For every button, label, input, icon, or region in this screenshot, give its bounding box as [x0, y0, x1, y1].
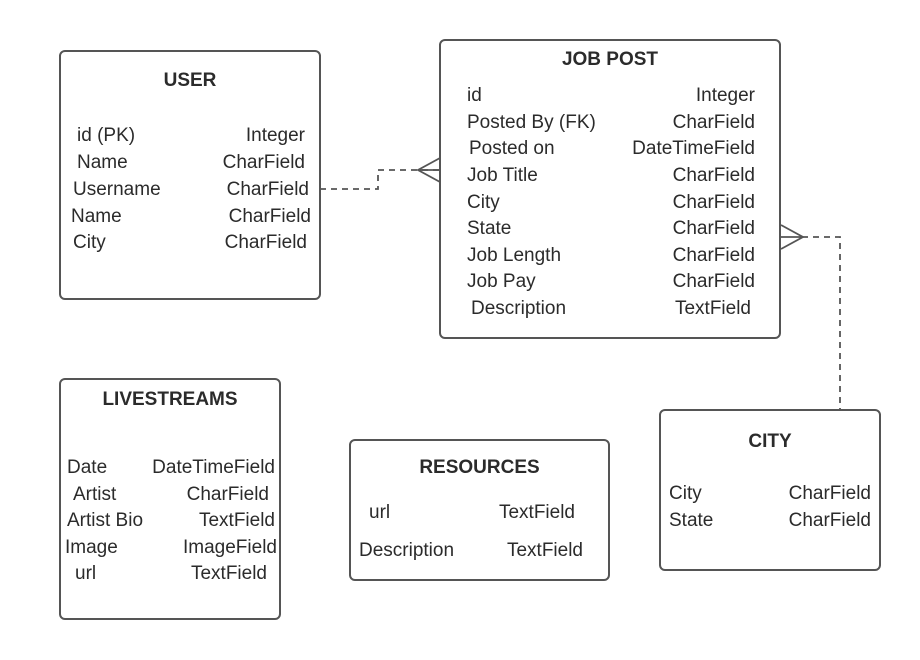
- user-title: USER: [163, 70, 217, 91]
- field-type: CharField: [224, 232, 307, 253]
- field-type: TextField: [198, 510, 275, 531]
- field-type: ImageField: [183, 537, 277, 558]
- field-type: CharField: [672, 112, 755, 133]
- field-name: Posted on: [469, 138, 555, 159]
- field-type: CharField: [672, 165, 755, 186]
- field-type: TextField: [674, 298, 751, 319]
- user-jobpost-connector: [320, 169, 440, 190]
- field-type: CharField: [672, 245, 755, 266]
- field-type: TextField: [506, 540, 583, 561]
- field-type: CharField: [226, 179, 309, 200]
- field-name: City: [467, 192, 500, 213]
- job-post-entity: JOB POST id Integer Posted By (FK) CharF…: [439, 39, 781, 339]
- field-type: Integer: [245, 125, 305, 146]
- field-name: Artist: [73, 484, 117, 505]
- user-entity: USER id (PK) Integer Name CharField User…: [59, 50, 321, 300]
- field-name: url: [75, 563, 97, 584]
- field-type: CharField: [672, 192, 755, 213]
- field-type: CharField: [672, 271, 755, 292]
- field-name: Job Title: [467, 165, 538, 186]
- field-name: id (PK): [77, 125, 136, 146]
- field-name: Job Pay: [467, 271, 536, 292]
- field-type: CharField: [228, 206, 311, 227]
- city-entity: CITY City CharField State CharField: [659, 409, 881, 571]
- field-name: Name: [77, 152, 128, 173]
- field-type: CharField: [788, 510, 871, 531]
- city-jobpost-connector: [802, 236, 841, 428]
- field-type: DateTimeField: [632, 138, 755, 159]
- field-name: url: [369, 502, 391, 523]
- city-title: CITY: [748, 431, 792, 452]
- resources-entity: RESOURCES url TextField Description Text…: [349, 439, 610, 581]
- livestreams-title: LIVESTREAMS: [102, 389, 238, 410]
- resources-title: RESOURCES: [419, 457, 540, 478]
- field-name: City: [73, 232, 106, 253]
- field-type: CharField: [186, 484, 269, 505]
- field-type: CharField: [672, 218, 755, 239]
- field-name: Description: [471, 298, 567, 319]
- field-name: Artist Bio: [67, 510, 144, 531]
- field-type: Integer: [695, 85, 755, 106]
- field-name: Name: [71, 206, 122, 227]
- field-name: Job Length: [467, 245, 562, 266]
- field-name: State: [467, 218, 512, 239]
- field-type: CharField: [788, 483, 871, 504]
- user-jobpost-crowfoot: [416, 157, 441, 183]
- job-post-title: JOB POST: [561, 49, 659, 70]
- field-type: TextField: [190, 563, 267, 584]
- field-type: CharField: [222, 152, 305, 173]
- livestreams-entity: LIVESTREAMS Date DateTimeField Artist Ch…: [59, 378, 281, 620]
- field-name: id: [467, 85, 482, 106]
- field-name: State: [669, 510, 714, 531]
- field-name: City: [669, 483, 702, 504]
- field-name: Description: [359, 540, 455, 561]
- field-name: Posted By (FK): [467, 112, 596, 133]
- field-name: Username: [73, 179, 161, 200]
- field-name: Image: [65, 537, 118, 558]
- field-name: Date: [67, 457, 108, 478]
- field-type: DateTimeField: [152, 457, 275, 478]
- city-jobpost-crowfoot: [780, 224, 805, 250]
- field-type: TextField: [498, 502, 575, 523]
